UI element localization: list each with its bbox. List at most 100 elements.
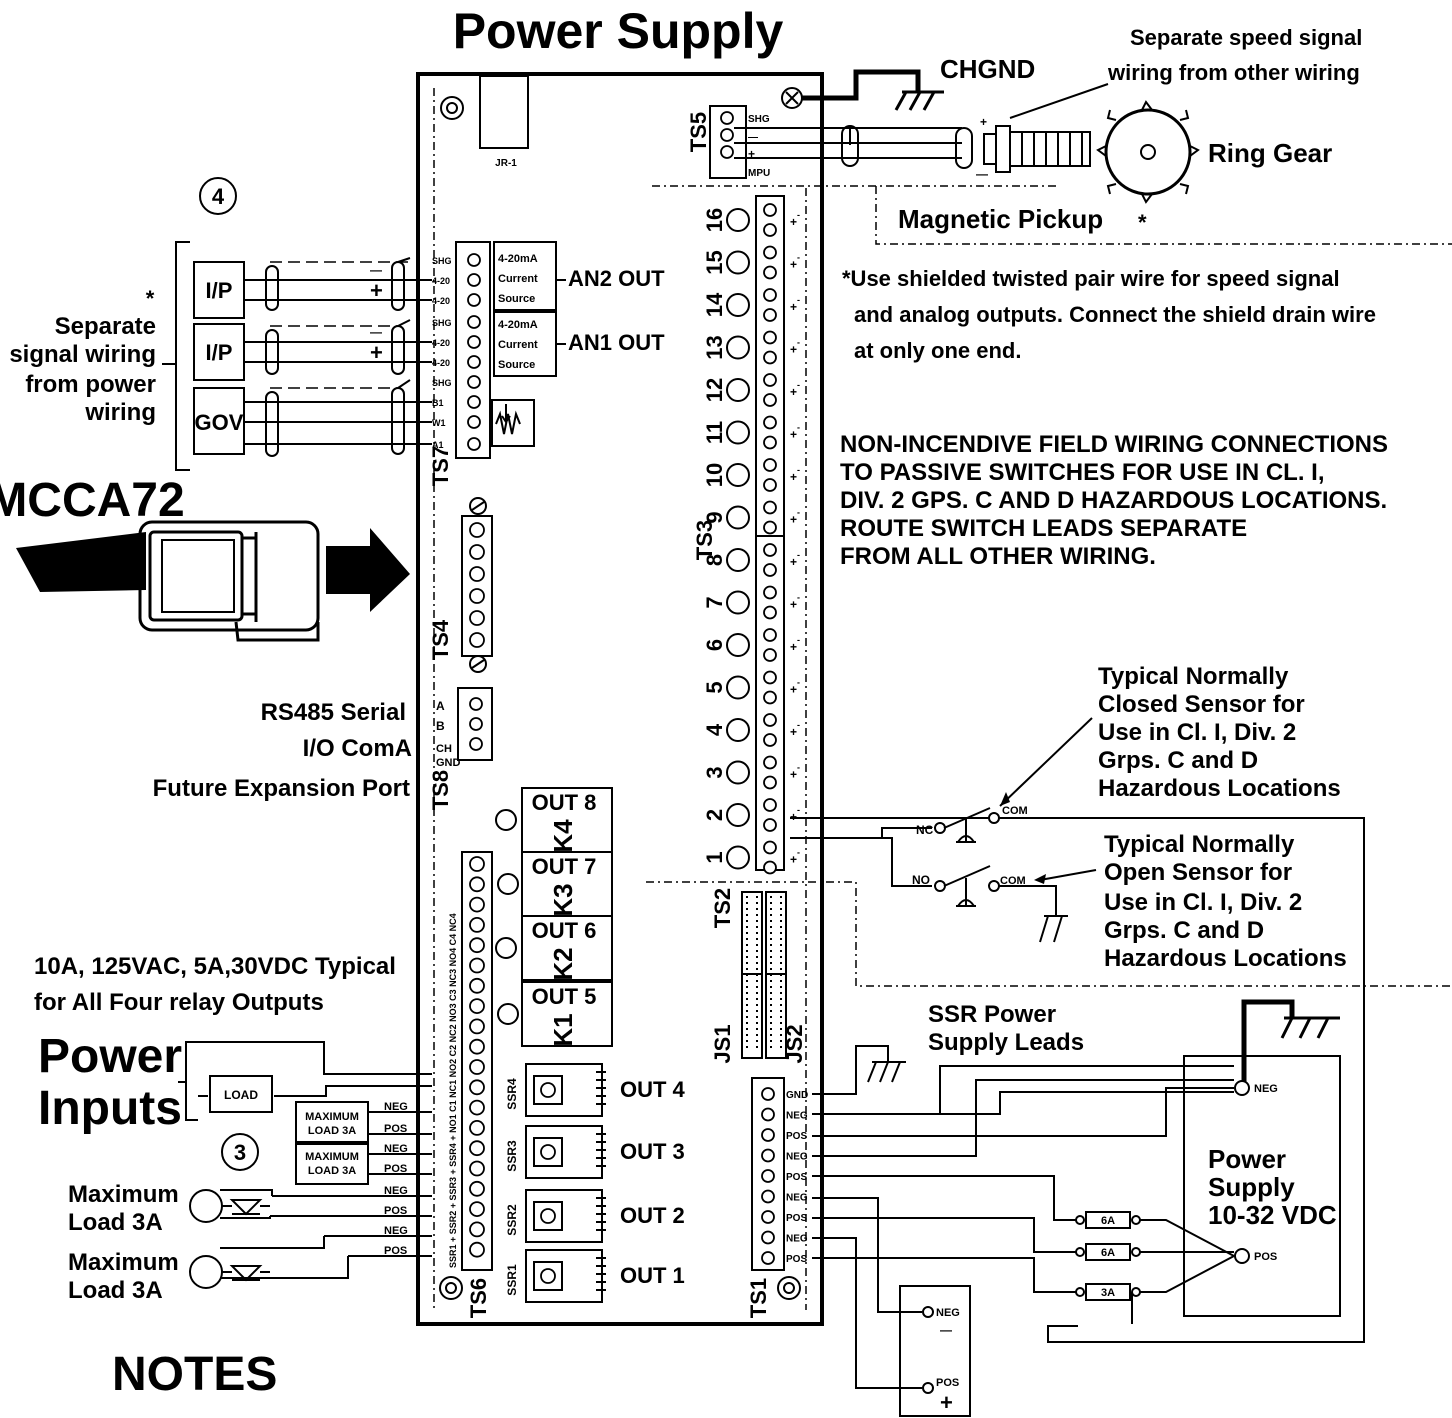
ts4-screw xyxy=(469,522,485,538)
ts6-screw xyxy=(469,856,485,872)
ts1-screw xyxy=(761,1087,775,1101)
ts1-term-label: NEG xyxy=(786,1152,808,1163)
an2-src-3: Source xyxy=(498,293,535,305)
ts3-screw xyxy=(763,605,777,620)
max-load-2a: MAXIMUM xyxy=(305,1151,359,1163)
ts3-screw xyxy=(763,435,777,450)
ts8-label: TS8 xyxy=(428,770,453,810)
chgnd-label: CHGND xyxy=(940,54,1035,84)
ts3-screw xyxy=(763,373,777,387)
ts3-polarity: - xyxy=(797,848,800,858)
wire-pos-3: POS xyxy=(384,1205,407,1217)
pickup-minus: — xyxy=(976,167,988,181)
ssr-out-label: OUT 3 xyxy=(620,1139,685,1164)
ts6-screw xyxy=(469,896,485,913)
ts3-screw xyxy=(763,860,777,875)
ts3-polarity: + xyxy=(790,343,797,357)
ts4-screw xyxy=(469,588,485,604)
pos-wires xyxy=(812,1087,1234,1293)
ps-pos-label: POS xyxy=(1254,1251,1277,1263)
ts5-term-mpu: MPU xyxy=(748,168,770,179)
ssr-out-label: OUT 1 xyxy=(620,1263,685,1288)
ssr-load-wires xyxy=(368,1111,432,1175)
shield-note-line1: *Use shielded twisted pair wire for spee… xyxy=(842,266,1340,291)
ts3-polarity: + xyxy=(790,683,797,697)
ts3-screw xyxy=(763,543,777,557)
ts4-label: TS4 xyxy=(428,619,453,660)
ts3-screw xyxy=(763,350,777,365)
ts7-term-label: SHG xyxy=(432,256,452,266)
no-sensor-line4: Grps. C and D xyxy=(1104,917,1264,944)
ts1-term-label: GND xyxy=(786,1090,808,1101)
ssr-pins xyxy=(596,1257,606,1291)
ssr-name: SSR4 xyxy=(505,1078,519,1110)
ts3-polarity: - xyxy=(797,295,800,305)
ts3-number: 1 xyxy=(702,851,727,863)
speed-note-leader xyxy=(1009,83,1109,119)
ts6-screw xyxy=(469,1059,485,1075)
ts1-screw xyxy=(761,1148,775,1163)
aux-neg-label: NEG xyxy=(936,1307,960,1319)
ts4-block xyxy=(461,515,493,657)
ts3-polarity: - xyxy=(797,253,800,263)
ps-box-line2: Supply xyxy=(1208,1172,1295,1202)
non-incendive-line3: DIV. 2 GPS. C AND D HAZARDOUS LOCATIONS. xyxy=(840,487,1387,514)
ssr-pins xyxy=(596,1071,606,1105)
callout-4 xyxy=(199,177,237,215)
ts5-term-plus: + xyxy=(748,147,755,161)
relay-note-line1: 10A, 125VAC, 5A,30VDC Typical xyxy=(34,953,396,980)
max-load-1a: MAXIMUM xyxy=(305,1111,359,1123)
ts3-screw xyxy=(763,713,777,727)
ssr-screw-icon xyxy=(540,1268,556,1284)
aux-minus: — xyxy=(940,1323,952,1337)
ts7-term-label: 4-20 xyxy=(432,358,450,368)
ts3-screw xyxy=(763,628,777,642)
no-wire xyxy=(790,837,932,887)
ts3-number: 10 xyxy=(702,463,727,487)
neg-wires xyxy=(812,1065,1234,1157)
ts3-polarity: - xyxy=(797,508,800,518)
aux-pos-label: POS xyxy=(936,1377,959,1389)
ts3-number: 8 xyxy=(702,554,727,566)
ts3-screw xyxy=(763,690,777,705)
ts2-header xyxy=(741,891,787,1059)
wire-neg-1: NEG xyxy=(384,1101,408,1113)
ts4-screw xyxy=(469,544,485,560)
ip2-label: I/P xyxy=(206,340,233,365)
signal-note-line1: Separate xyxy=(55,313,156,340)
ts3-large-terminal xyxy=(726,463,750,487)
ts7-screw xyxy=(467,335,481,349)
ssr-power-line2: Supply Leads xyxy=(928,1029,1084,1056)
signal-note-line4: wiring xyxy=(84,399,156,426)
non-incendive-line2: TO PASSIVE SWITCHES FOR USE IN CL. I, xyxy=(840,459,1325,486)
aux-plus: + xyxy=(940,1390,953,1415)
nc-switch-icon xyxy=(934,807,1000,843)
ts7-screw xyxy=(467,375,481,389)
an2-out-label: AN2 OUT xyxy=(568,266,665,291)
aux-wires xyxy=(812,1197,922,1389)
ts6-screw xyxy=(469,1201,485,1217)
ts6-screw xyxy=(469,876,485,893)
nc-com-wire xyxy=(790,817,1365,1343)
ts1-term-label: POS xyxy=(786,1172,807,1183)
ts1-screw xyxy=(761,1230,775,1245)
ts6-screw xyxy=(469,937,485,954)
analog-wires xyxy=(244,279,432,445)
fuse-wires xyxy=(1131,1219,1235,1324)
ts7-term-label: A1 xyxy=(432,440,444,450)
ts4-terminals xyxy=(469,522,485,648)
ts6-screw xyxy=(469,917,485,933)
insert-arrow-icon xyxy=(326,528,410,612)
ssr-out-label: OUT 2 xyxy=(620,1203,685,1228)
ts6-screw xyxy=(469,957,485,974)
ts1-ground-icon xyxy=(867,1061,906,1083)
speed-zone-dash xyxy=(875,186,1452,245)
no-sensor-line5: Hazardous Locations xyxy=(1104,945,1347,972)
an1-out-label: AN1 OUT xyxy=(568,330,665,355)
ts3-large-terminal xyxy=(726,250,750,275)
ssr-pins xyxy=(596,1133,606,1167)
ts7-screw xyxy=(467,293,481,307)
ts4-screw xyxy=(469,610,485,626)
